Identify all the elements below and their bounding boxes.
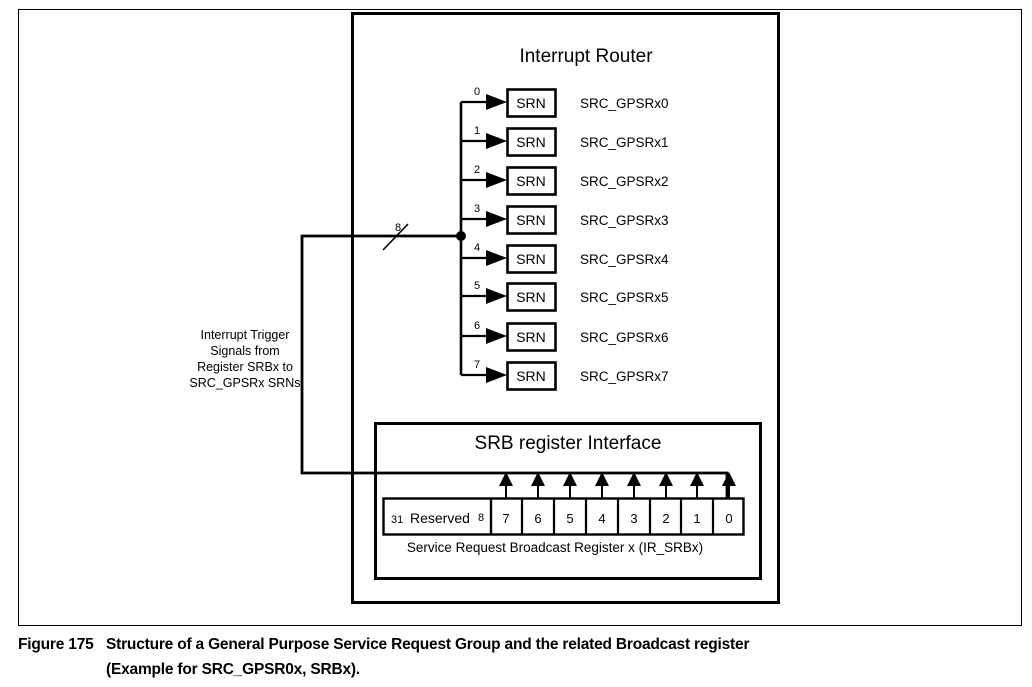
reserved-msb-label: 31 (391, 514, 403, 526)
srn-row-5-index: 5 (474, 280, 480, 292)
srn-box-5-label: SRN (516, 289, 546, 305)
srn-row-3-signal: SRC_GPSRx3 (580, 213, 669, 228)
bus-width-label: 8 (395, 222, 401, 234)
srn-row-7-signal: SRC_GPSRx7 (580, 369, 669, 384)
srn-row-3: 3 SRN SRC_GPSRx3 (461, 203, 669, 235)
register-bit-1: 1 (693, 511, 700, 526)
bus-side-note-line1: Interrupt Trigger (201, 328, 290, 342)
srn-box-1 (506, 127, 557, 157)
register-bit-4: 4 (598, 511, 605, 526)
register-outer-rect (382, 497, 745, 536)
bit-tap-arrowhead-3 (627, 472, 641, 486)
srn-row-5-arrowhead (486, 288, 507, 304)
bit-tap-arrowhead-4 (595, 472, 609, 486)
srn-box-5 (506, 282, 557, 312)
figure-caption: Figure 175 Structure of a General Purpose… (18, 632, 1008, 682)
srn-box-3 (506, 205, 557, 235)
bus-side-note-line4: SRC_GPSRx SRNs (189, 376, 300, 390)
figure-caption-line2: (Example for SRC_GPSR0x, SRBx). (106, 661, 360, 678)
register-bit-6: 6 (534, 511, 541, 526)
srn-row-3-arrowhead (486, 211, 507, 227)
srn-row-4-index: 4 (474, 242, 480, 254)
bit-tap-arrowhead-2 (659, 472, 673, 486)
srn-box-0 (506, 88, 557, 118)
srn-row-2-signal: SRC_GPSRx2 (580, 174, 669, 189)
interrupt-router-box (351, 12, 780, 604)
register-bit-7: 7 (502, 511, 509, 526)
bit-tap-arrowhead-0 (722, 472, 736, 486)
figure-caption-line1: Structure of a General Purpose Service R… (106, 636, 750, 653)
srn-box-4 (506, 244, 557, 274)
bit-tap-arrowhead-1 (690, 472, 704, 486)
srn-row-3-index: 3 (474, 203, 480, 215)
srn-row-6-arrowhead (486, 328, 507, 344)
bit-tap-arrowhead-5 (563, 472, 577, 486)
srn-box-2 (506, 166, 557, 196)
srn-row-5-signal: SRC_GPSRx5 (580, 290, 669, 305)
srn-row-0-index: 0 (474, 86, 480, 98)
srn-row-1-signal: SRC_GPSRx1 (580, 135, 669, 150)
srn-row-4-arrowhead (486, 250, 507, 266)
srn-row-0: 0 SRN SRC_GPSRx0 (461, 86, 669, 118)
bus-side-note: Interrupt Trigger Signals from Register … (189, 328, 300, 390)
srn-box-7 (506, 361, 557, 391)
srn-box-0-label: SRN (516, 95, 546, 111)
srn-row-7-index: 7 (474, 359, 480, 371)
bus-width-slash (382, 223, 409, 251)
register-bit-0: 0 (725, 511, 732, 526)
bus-side-note-line3: Register SRBx to (197, 360, 293, 374)
srn-box-6-label: SRN (516, 329, 546, 345)
srn-row-6: 6 SRN SRC_GPSRx6 (461, 320, 669, 352)
srn-row-0-signal: SRC_GPSRx0 (580, 96, 669, 111)
srb-register-strip: 31 Reserved 8 7 6 5 4 3 2 1 0 (382, 497, 745, 536)
srn-box-1-label: SRN (516, 134, 546, 150)
srn-row-4: 4 SRN SRC_GPSRx4 (461, 242, 669, 274)
register-bit-3: 3 (630, 511, 637, 526)
srn-row-7: 7 SRN SRC_GPSRx7 (461, 359, 669, 391)
register-bit-5: 5 (566, 511, 573, 526)
srn-row-1: 1 SRN SRC_GPSRx1 (461, 125, 669, 157)
srn-row-0-arrowhead (486, 94, 507, 110)
srb-register-interface-box (374, 422, 762, 580)
srn-row-1-arrowhead (486, 133, 507, 149)
srn-box-4-label: SRN (516, 251, 546, 267)
srn-row-5: 5 SRN SRC_GPSRx5 (461, 280, 669, 312)
srn-row-2-index: 2 (474, 164, 480, 176)
bit-tap-arrowhead-7 (499, 472, 513, 486)
reserved-lsb-label: 8 (478, 512, 484, 524)
interrupt-router-title: Interrupt Router (519, 46, 653, 67)
srn-row-2-arrowhead (486, 172, 507, 188)
srn-row-2: 2 SRN SRC_GPSRx2 (461, 164, 669, 196)
srn-box-6 (506, 322, 557, 352)
bit-tap-arrows (499, 472, 736, 498)
srn-row-6-index: 6 (474, 320, 480, 332)
srn-row-7-arrowhead (486, 367, 507, 383)
reserved-field-name: Reserved (410, 510, 470, 526)
srn-box-2-label: SRN (516, 173, 546, 189)
srn-row-4-signal: SRC_GPSRx4 (580, 252, 669, 267)
srb-register-caption: Service Request Broadcast Register x (IR… (407, 540, 703, 555)
srn-box-3-label: SRN (516, 212, 546, 228)
bit-tap-arrowhead-6 (531, 472, 545, 486)
bus-side-note-line2: Signals from (210, 344, 279, 358)
figure-number: Figure 175 (18, 636, 94, 653)
srn-box-7-label: SRN (516, 368, 546, 384)
srn-row-6-signal: SRC_GPSRx6 (580, 330, 669, 345)
srb-register-interface-title: SRB register Interface (475, 433, 662, 454)
srn-row-1-index: 1 (474, 125, 480, 137)
register-bit-2: 2 (662, 511, 669, 526)
